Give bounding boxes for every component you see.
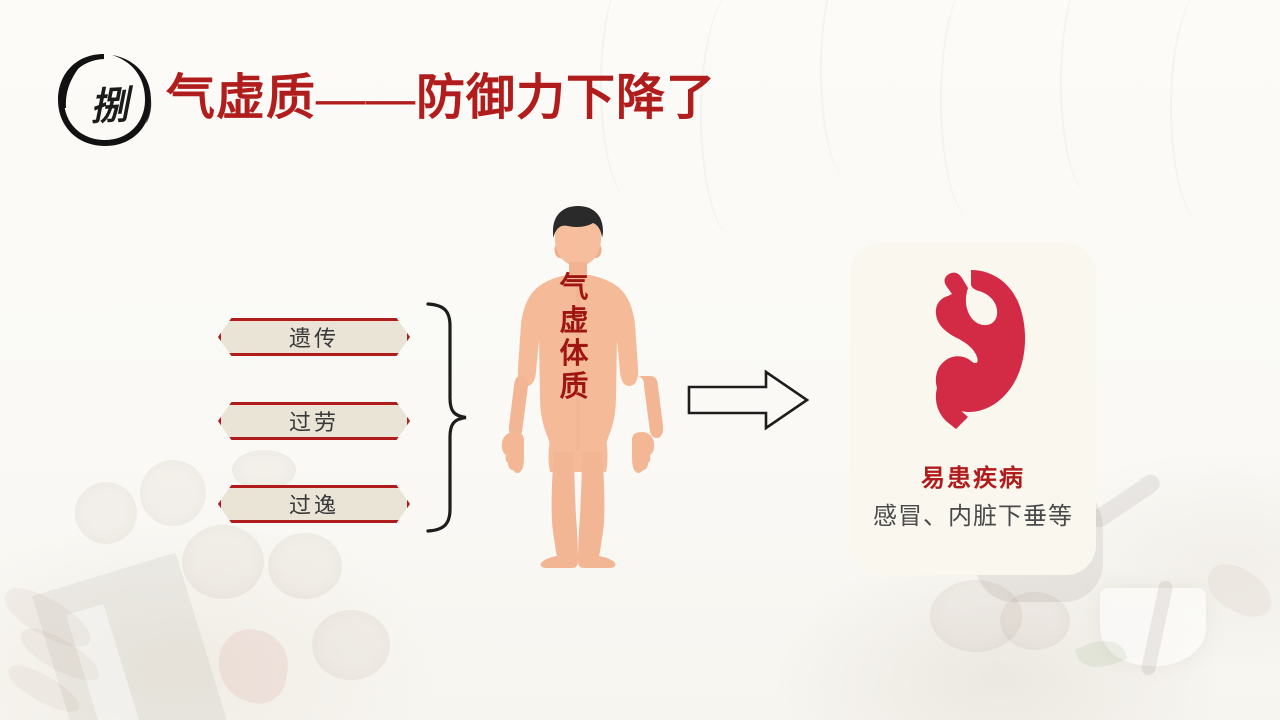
book-spine-label [66,603,140,720]
flow-arrow [686,369,810,436]
goji-bowl-icon [1000,592,1070,650]
tea-spoon-icon [1140,579,1174,677]
lotus-seed-bowl-icon [930,580,1022,652]
herb-bowl-icon [140,460,206,526]
right-arrow-outline-icon [687,369,810,431]
cause-item-1[interactable]: 过劳 [218,402,410,440]
human-body-icon [501,206,664,568]
right-curly-brace-icon [426,302,467,533]
herb-bowl-icon [232,450,296,490]
dried-root-icon [2,658,86,720]
card-icon-wrap [915,267,1031,437]
card-title: 易患疾病 [921,466,1025,492]
dried-herb-slice-icon [1199,556,1280,626]
figure-label-char-0: 气 [559,272,589,304]
decorative-stroke [820,0,878,180]
herb-bowl-icon [268,533,342,599]
decorative-stroke [1170,0,1238,225]
saffron-pile-icon [211,623,295,709]
decorative-stroke [1060,0,1120,195]
decorative-stroke [940,0,1006,220]
ink-circle-icon [58,54,152,146]
enso-badge: 捌 [50,48,160,152]
disease-card: 易患疾病 感冒、内脏下垂等 [850,243,1096,575]
herb-bowl-icon [182,525,264,599]
figure-vertical-label: 气 虚 体 质 [556,272,592,404]
cause-item-2[interactable]: 过逸 [218,485,410,523]
bencao-book-icon [32,552,234,720]
teapot-spout-icon [1086,471,1164,531]
tea-cup-icon [1100,588,1206,666]
cause-label: 过劳 [288,410,339,435]
page-title: 气虚质——防御力下降了 [166,70,717,125]
dried-root-icon [14,621,106,689]
figure-label-char-1: 虚 [559,305,589,337]
cause-label: 过逸 [288,493,339,518]
mortar-bowl-icon [312,610,390,680]
green-leaf-icon [1074,632,1128,676]
human-figure [488,200,668,577]
cause-item-0[interactable]: 遗传 [218,318,410,356]
badge-number: 捌 [89,84,130,129]
card-subtitle: 感冒、内脏下垂等 [873,504,1073,530]
curly-brace [424,300,470,540]
cause-chevron-shape [218,402,410,440]
figure-label-char-2: 体 [559,338,589,370]
cause-chevron-shape [218,318,410,356]
cause-label: 遗传 [288,326,339,351]
cause-chevron-shape [218,485,410,523]
herb-bowl-icon [75,482,137,544]
figure-label-char-3: 质 [559,371,589,403]
stomach-icon [935,270,1026,429]
dried-root-icon [0,579,99,657]
